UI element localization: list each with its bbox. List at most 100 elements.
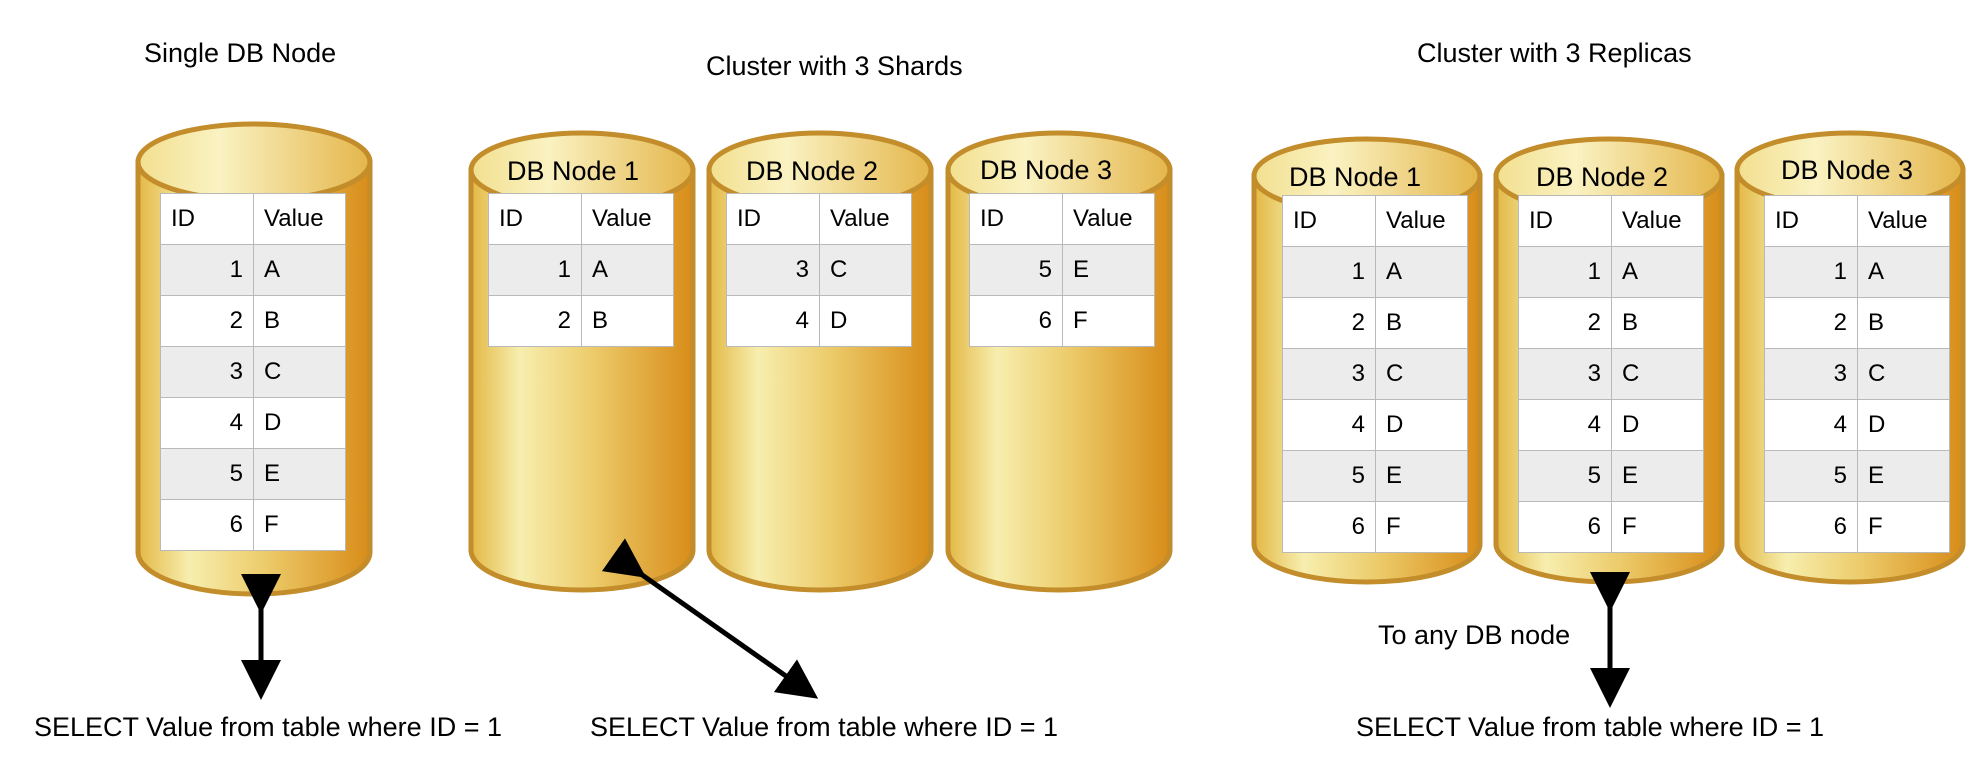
shards-query: SELECT Value from table where ID = 1: [590, 712, 1058, 742]
column-header-value: Value: [253, 193, 346, 245]
cell-value: B: [1375, 297, 1468, 349]
cell-id: 3: [1518, 348, 1612, 400]
column-header-value: Value: [1611, 195, 1704, 247]
cell-id: 1: [160, 244, 254, 296]
cell-value: D: [253, 397, 346, 449]
cell-id: 2: [1518, 297, 1612, 349]
cell-id: 1: [1282, 246, 1376, 298]
cell-id: 3: [726, 244, 820, 296]
shard-query-arrow: [601, 538, 819, 699]
cell-id: 3: [1764, 348, 1858, 400]
cell-value: E: [253, 448, 346, 500]
replicas-query: SELECT Value from table where ID = 1: [1356, 712, 1824, 742]
cell-id: 4: [160, 397, 254, 449]
cell-id: 3: [1282, 348, 1376, 400]
cell-value: B: [1857, 297, 1950, 349]
column-header-id: ID: [1282, 195, 1376, 247]
cell-value: C: [1857, 348, 1950, 400]
cell-id: 5: [1764, 450, 1858, 502]
column-header-value: Value: [1375, 195, 1468, 247]
cell-id: 6: [160, 499, 254, 551]
cell-id: 1: [1518, 246, 1612, 298]
cell-value: B: [253, 295, 346, 347]
cell-id: 2: [1282, 297, 1376, 349]
cell-value: F: [1375, 501, 1468, 553]
shard-1-title: DB Node 1: [507, 156, 640, 186]
column-header-value: Value: [1062, 193, 1155, 245]
cell-value: F: [1857, 501, 1950, 553]
cell-id: 3: [160, 346, 254, 398]
cell-id: 1: [1764, 246, 1858, 298]
cell-value: A: [1375, 246, 1468, 298]
column-header-value: Value: [581, 193, 674, 245]
cell-id: 6: [1518, 501, 1612, 553]
cell-value: C: [1375, 348, 1468, 400]
replica-1-title: DB Node 1: [1289, 162, 1422, 192]
cell-value: F: [1611, 501, 1704, 553]
cell-value: E: [1062, 244, 1155, 296]
cell-id: 5: [969, 244, 1063, 296]
cell-id: 2: [1764, 297, 1858, 349]
cell-value: F: [253, 499, 346, 551]
column-header-id: ID: [160, 193, 254, 245]
cell-value: E: [1611, 450, 1704, 502]
cell-value: A: [1611, 246, 1704, 298]
cell-id: 2: [488, 295, 582, 347]
shard-2-title: DB Node 2: [746, 156, 879, 186]
replica-2-title: DB Node 2: [1536, 162, 1669, 192]
cell-id: 4: [1518, 399, 1612, 451]
cell-value: D: [1857, 399, 1950, 451]
column-header-value: Value: [1857, 195, 1950, 247]
cell-id: 1: [488, 244, 582, 296]
cell-value: A: [253, 244, 346, 296]
cell-value: C: [1611, 348, 1704, 400]
cell-value: D: [1611, 399, 1704, 451]
cell-value: F: [1062, 295, 1155, 347]
column-header-id: ID: [726, 193, 820, 245]
cell-value: E: [1857, 450, 1950, 502]
single-node-query: SELECT Value from table where ID = 1: [34, 712, 502, 742]
cell-value: A: [581, 244, 674, 296]
cell-id: 6: [969, 295, 1063, 347]
shards-caption: Cluster with 3 Shards: [706, 51, 963, 81]
cell-id: 4: [726, 295, 820, 347]
replica-arrow-label: To any DB node: [1378, 620, 1571, 650]
column-header-value: Value: [819, 193, 912, 245]
cell-value: B: [581, 295, 674, 347]
cell-id: 6: [1764, 501, 1858, 553]
cell-value: B: [1611, 297, 1704, 349]
column-header-id: ID: [1764, 195, 1858, 247]
shard-3-title: DB Node 3: [980, 155, 1113, 185]
column-header-id: ID: [969, 193, 1063, 245]
single-node-caption: Single DB Node: [144, 38, 337, 68]
cell-value: E: [1375, 450, 1468, 502]
